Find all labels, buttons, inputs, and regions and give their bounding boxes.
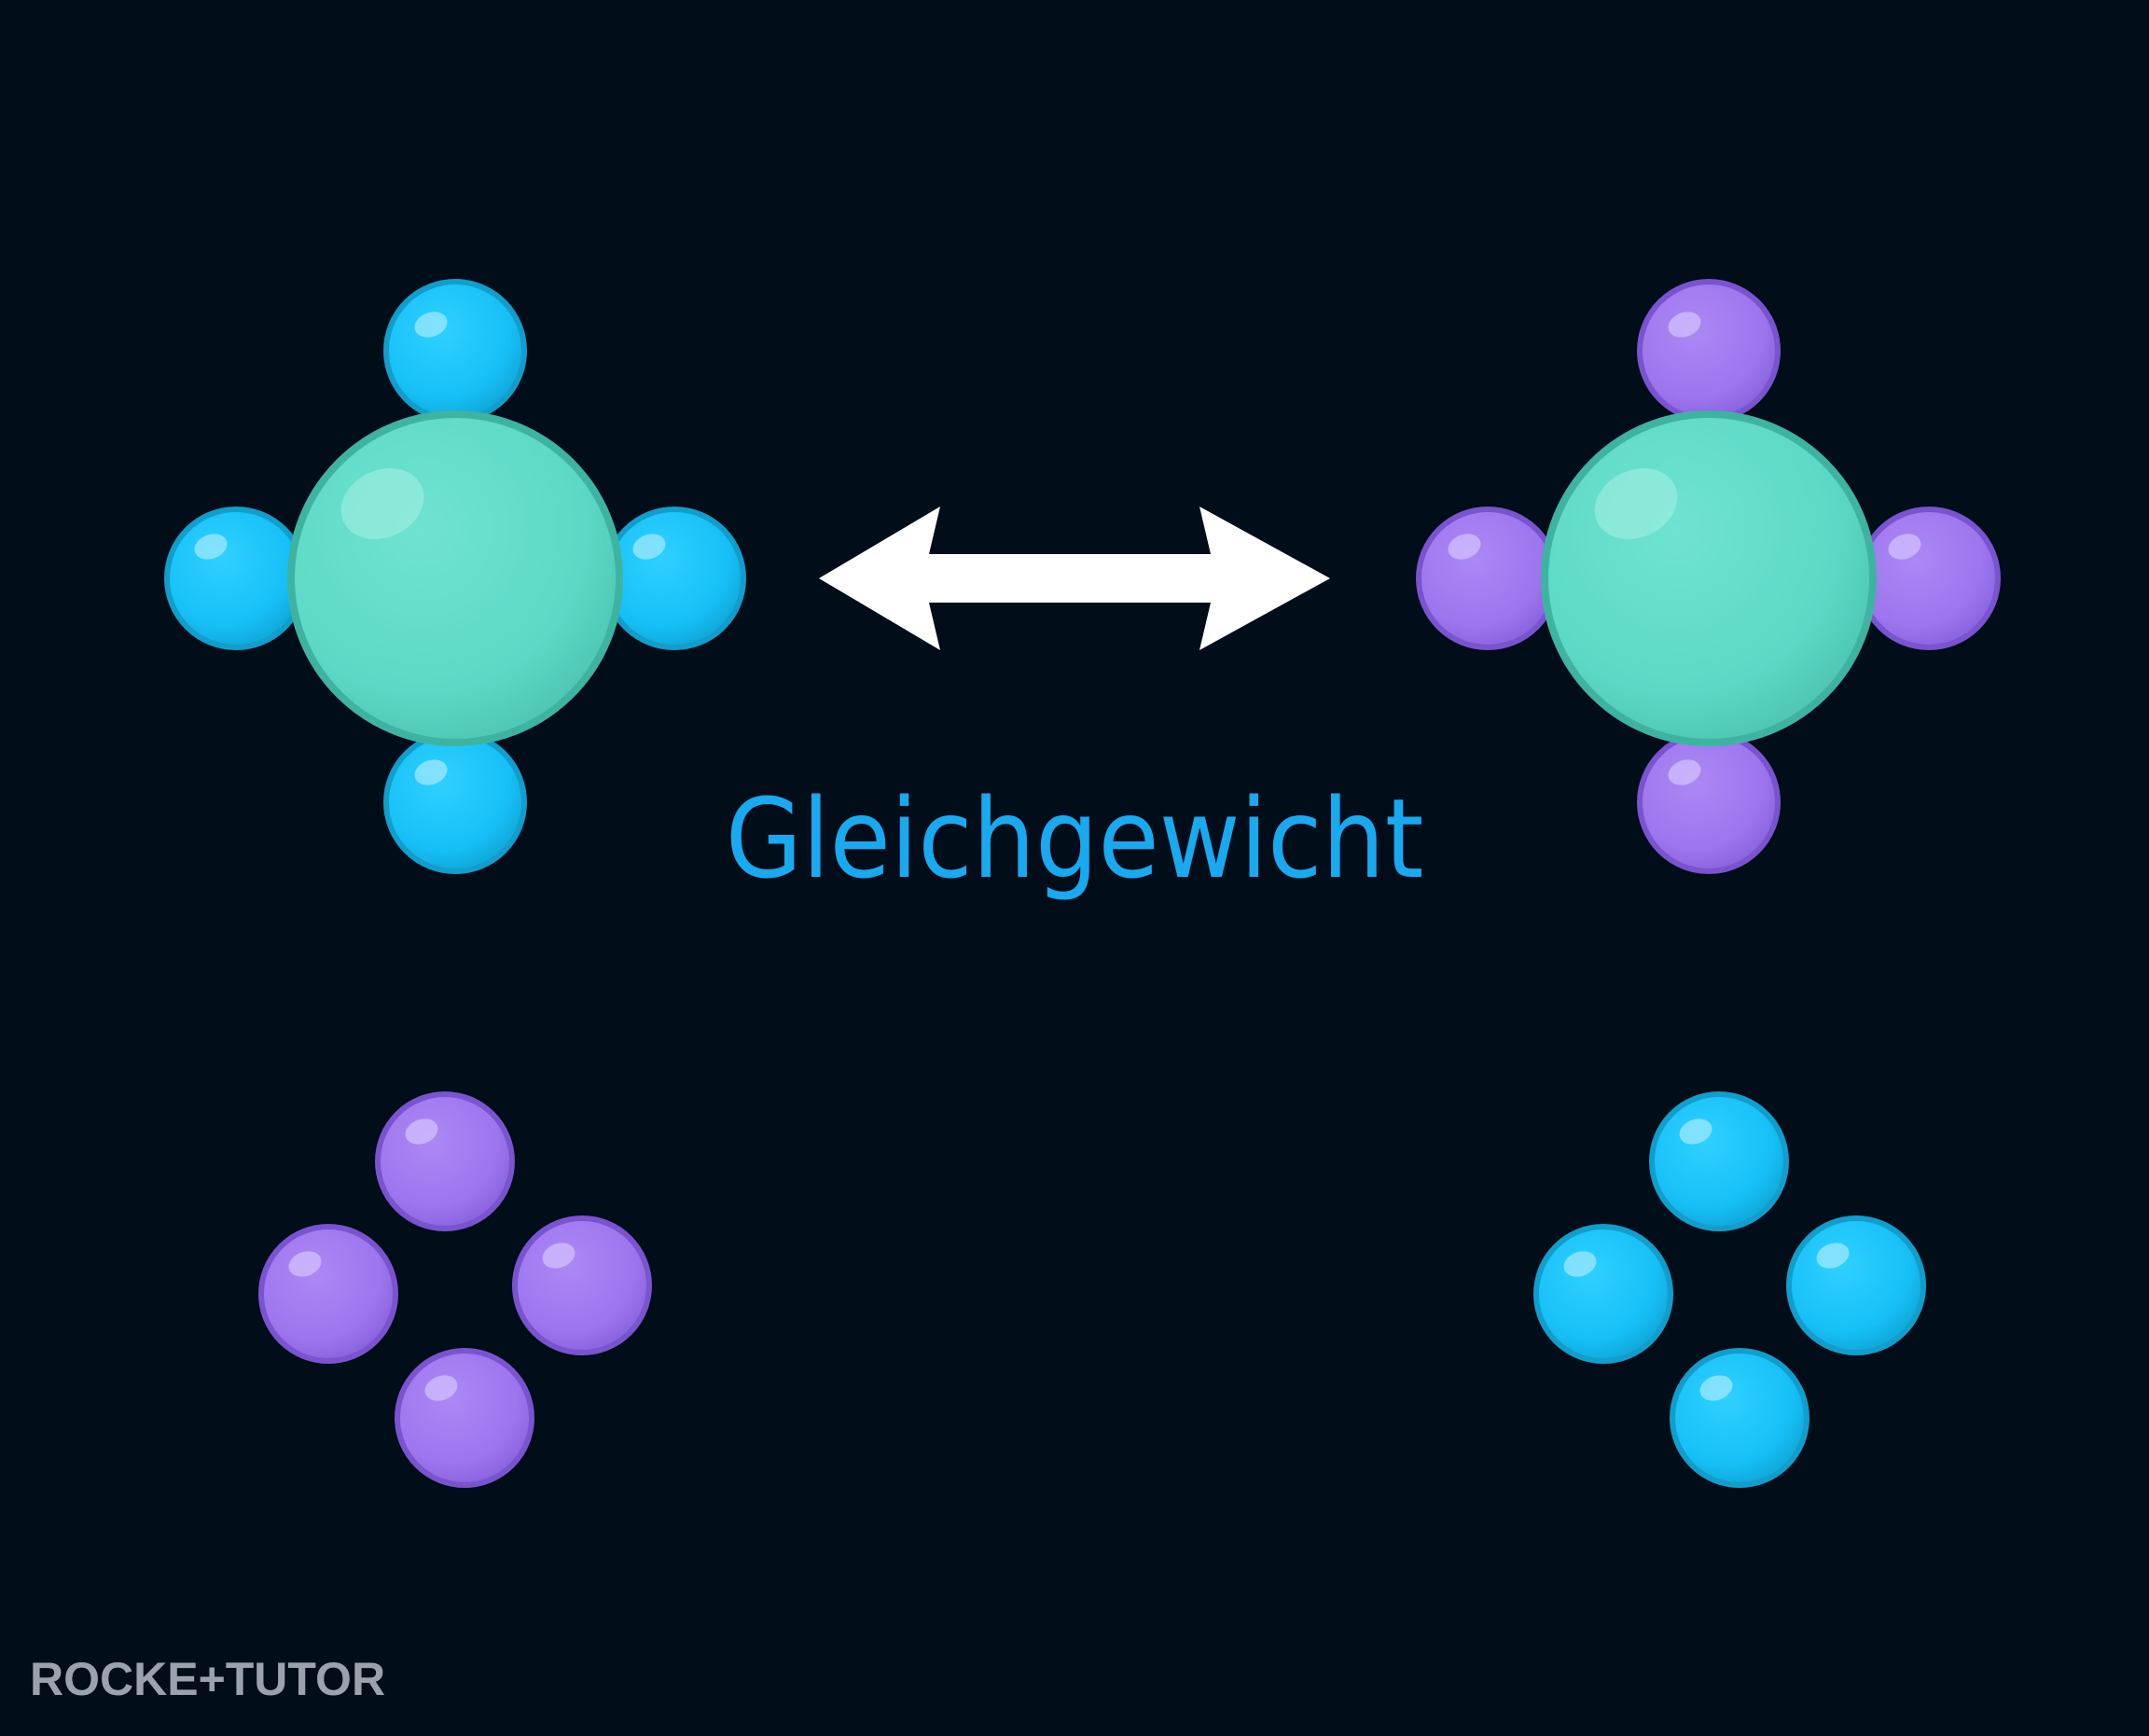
double-headed-arrow-icon — [819, 507, 1330, 650]
free-purple-atom — [395, 1348, 534, 1488]
free-purple-atom — [258, 1224, 398, 1364]
right-molecule — [1416, 279, 2001, 874]
free-blue-atom — [1670, 1348, 1809, 1488]
right-central-atom — [1541, 410, 1877, 746]
rocket-tutor-logo: ROCKE+TUTOR — [30, 1653, 386, 1705]
left-ligand-left — [164, 507, 308, 650]
left-molecule — [164, 279, 746, 874]
free-purple-atom — [512, 1215, 652, 1355]
free-blue-atom — [1533, 1224, 1673, 1364]
left-central-atom — [287, 410, 623, 746]
free-purple-atom — [375, 1091, 515, 1231]
equilibrium-label: Gleichgewicht — [726, 774, 1424, 903]
free-blue-atoms — [1533, 1091, 1926, 1488]
left-ligand-top — [383, 279, 527, 423]
free-blue-atom — [1649, 1091, 1789, 1231]
right-ligand-right — [1857, 507, 2001, 650]
left-ligand-bottom — [383, 730, 527, 874]
right-ligand-top — [1637, 279, 1781, 423]
right-ligand-bottom — [1637, 730, 1781, 874]
free-purple-atoms — [258, 1091, 652, 1488]
left-ligand-right — [603, 507, 746, 650]
right-ligand-left — [1416, 507, 1560, 650]
free-blue-atom — [1786, 1215, 1926, 1355]
